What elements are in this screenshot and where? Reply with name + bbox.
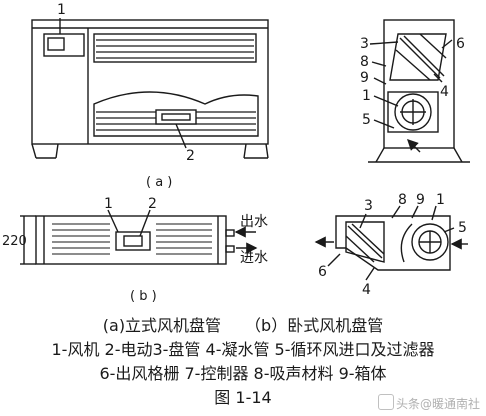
side-cabinet <box>383 19 455 149</box>
legend-line-2: 6-出风格栅 7-控制器 8-吸声材料 9-箱体 <box>99 364 387 383</box>
figure-number: 图 1-14 <box>214 388 272 407</box>
callout-c-6: 6 <box>456 36 465 52</box>
subfigure-b-label: ( b ) <box>130 289 157 304</box>
callout-a-2: 2 <box>186 148 195 164</box>
fan-wheel-h <box>411 223 449 261</box>
vertical-unit-side-section <box>368 19 470 163</box>
cabinet-outline <box>31 19 269 145</box>
callout-d-6: 6 <box>318 264 327 280</box>
plan-motor <box>115 231 151 251</box>
coil <box>389 33 447 81</box>
coil-h <box>345 221 385 263</box>
callout-a-1: 1 <box>57 2 66 18</box>
water-in-label: 进水 <box>240 250 268 266</box>
callout-c-8: 8 <box>360 54 369 70</box>
fan-wheel <box>394 93 432 131</box>
callout-b-1: 1 <box>104 196 113 212</box>
lower-grille <box>93 91 259 137</box>
water-out-label: 出水 <box>240 214 268 230</box>
plan-outline <box>35 215 227 265</box>
callout-d-9: 9 <box>416 192 425 208</box>
control-box <box>43 33 85 57</box>
ceiling-casing <box>335 215 451 271</box>
callout-c-5: 5 <box>362 112 371 128</box>
dimension-220: 220 <box>2 234 27 249</box>
fan-coil-diagram: 1 2 ( a ) 3 6 8 9 4 1 5 1 2 220 出水 进水 ( … <box>2 2 470 304</box>
callout-c-3: 3 <box>360 36 369 52</box>
callout-d-4: 4 <box>362 282 371 298</box>
horizontal-unit-side-section <box>314 205 468 281</box>
callout-d-8: 8 <box>398 192 407 208</box>
callout-d-3: 3 <box>364 198 373 214</box>
vertical-unit-front-view <box>31 18 269 159</box>
subfigure-titles: (a)立式风机盘管 （b）卧式风机盘管 <box>102 316 384 335</box>
watermark-logo-icon <box>377 394 394 410</box>
callout-c-9: 9 <box>360 70 369 86</box>
top-outlet-grille <box>93 33 257 63</box>
watermark: 头条@暖通南社 <box>377 394 480 412</box>
callout-d-1: 1 <box>436 192 445 208</box>
subfigure-a-label: ( a ) <box>146 175 172 190</box>
callout-b-2: 2 <box>148 196 157 212</box>
callout-c-1: 1 <box>362 88 371 104</box>
horizontal-unit-plan-view <box>20 209 258 265</box>
callout-c-4: 4 <box>440 84 449 100</box>
callout-d-5: 5 <box>458 220 467 236</box>
legend-line-1: 1-风机 2-电动3-盘管 4-凝水管 5-循环风进口及过滤器 <box>51 340 435 359</box>
